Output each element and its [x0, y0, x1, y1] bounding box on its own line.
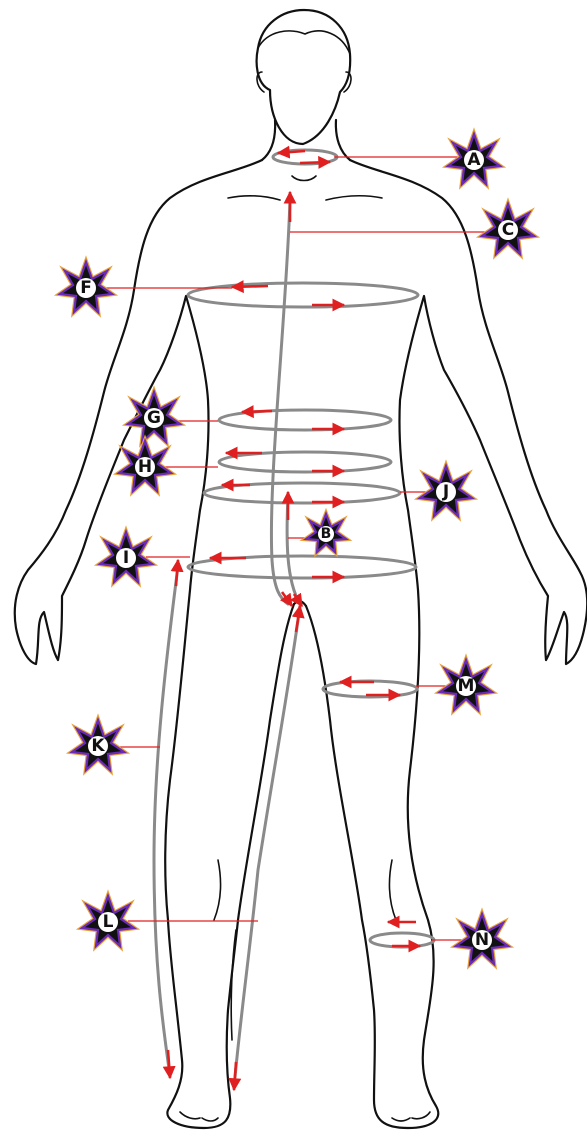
badge-g: G: [128, 392, 180, 442]
chest-arrow-left: [232, 286, 268, 287]
badge-b: B: [306, 514, 346, 552]
badge-m-letter: M: [458, 676, 475, 696]
left-knee-detail: [214, 860, 221, 920]
inseam-line: [234, 606, 300, 1088]
neck-left: [262, 120, 275, 160]
red-arrows: [168, 151, 420, 1090]
body-outline: [15, 10, 587, 1128]
badge-h: H: [119, 441, 171, 491]
badge-h-letter: H: [138, 457, 152, 477]
left-toes: [180, 1112, 218, 1121]
badge-n: N: [456, 914, 508, 964]
chest-ring: [188, 283, 418, 307]
clavicle-right: [326, 196, 382, 200]
badge-j: J: [420, 466, 472, 516]
badge-b-letter: B: [321, 526, 332, 542]
badge-l-letter: L: [103, 912, 114, 932]
badge-m: M: [440, 660, 492, 710]
leader-lines: [104, 157, 494, 940]
badge-f: F: [60, 262, 112, 312]
waist-g-arrow-left: [242, 411, 272, 412]
badge-i-letter: I: [123, 548, 129, 568]
right-toes: [392, 1112, 430, 1121]
outseam-arrow-up: [176, 560, 178, 586]
badge-a: A: [448, 134, 500, 184]
neck-right: [336, 120, 350, 160]
badge-c: C: [482, 204, 534, 254]
badge-k-letter: K: [91, 736, 105, 756]
badge-f-letter: F: [80, 278, 92, 298]
badges: A C F G H J: [60, 134, 534, 964]
badge-c-letter: C: [502, 220, 514, 240]
clavicle-left: [228, 196, 280, 200]
badge-j-letter: J: [442, 482, 449, 502]
badge-n-letter: N: [475, 930, 489, 950]
hair-outline: [258, 31, 350, 54]
badge-k: K: [72, 720, 124, 770]
waist-ring-h: [219, 452, 391, 472]
neck-arrow-right: [300, 162, 330, 163]
badge-i: I: [100, 532, 152, 582]
badge-l: L: [82, 896, 134, 946]
badge-g-letter: G: [147, 408, 161, 428]
right-knee-detail: [389, 860, 396, 920]
neck-notch: [292, 176, 316, 181]
badge-a-letter: A: [467, 150, 481, 170]
